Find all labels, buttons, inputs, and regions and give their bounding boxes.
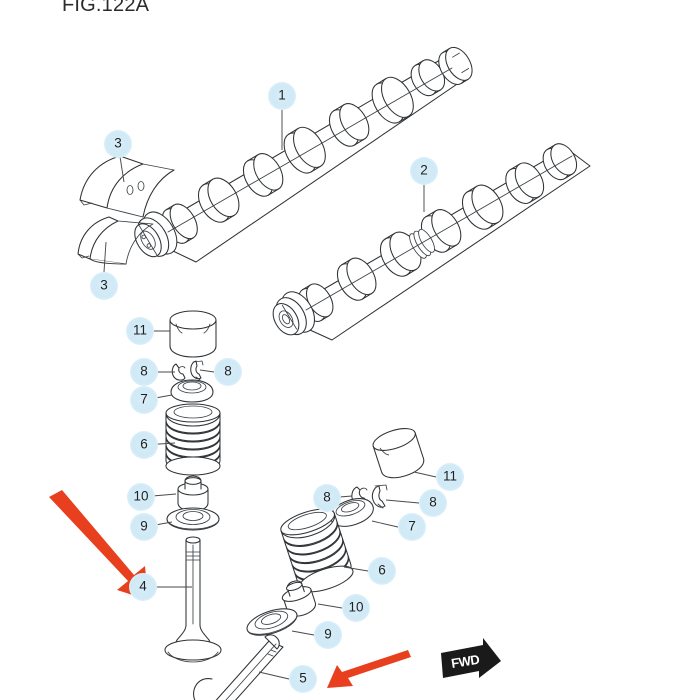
callout-badge-valve-spring-left[interactable]: 6 xyxy=(130,431,158,459)
spring-retainer-right-art xyxy=(330,498,374,527)
callout-badge-label: 7 xyxy=(408,518,416,534)
valve-cotter-left-art xyxy=(171,363,186,381)
callout-badge-label: 8 xyxy=(323,489,331,505)
spring-seat-left-art xyxy=(166,507,220,531)
callout-badge-valve-spring-right[interactable]: 6 xyxy=(368,557,396,585)
intake-valve-art xyxy=(164,536,222,663)
callout-badge-label: 8 xyxy=(429,494,437,510)
spring-retainer-left-art xyxy=(170,379,214,403)
callout-badge-label: 6 xyxy=(140,436,148,452)
callout-badge-spring-retainer-left[interactable]: 7 xyxy=(130,386,158,414)
callout-badge-label: 10 xyxy=(133,488,149,504)
callout-badge-label: 9 xyxy=(140,518,148,534)
callout-badge-camshaft-exhaust[interactable]: 2 xyxy=(410,157,438,185)
callout-badge-label: 1 xyxy=(278,87,286,103)
highlight-arrow-exhaust-valve xyxy=(327,650,411,688)
callout-badge-camshaft-bearing-upper[interactable]: 3 xyxy=(104,130,132,158)
fwd-label: FWD xyxy=(450,652,480,671)
callout-badge-label: 7 xyxy=(140,391,148,407)
callout-badge-label: 5 xyxy=(299,670,307,686)
callout-badge-label: 8 xyxy=(224,363,232,379)
callout-badge-label: 11 xyxy=(132,322,147,338)
camshaft-exhaust-art xyxy=(272,143,591,341)
callout-badge-label: 8 xyxy=(140,363,148,379)
callout-badge-spring-retainer-right[interactable]: 7 xyxy=(398,513,426,541)
camshaft-bearing-upper-art xyxy=(79,155,175,218)
callout-badge-camshaft-bearing-lower[interactable]: 3 xyxy=(90,272,118,300)
fwd-direction-marker: FWD xyxy=(441,638,501,678)
callout-badge-valve-cotter-right-2[interactable]: 8 xyxy=(419,489,447,517)
camshaft-bearing-lower-art xyxy=(77,216,154,265)
valve-tappet-right-art xyxy=(372,428,425,479)
callout-badge-spring-seat-left[interactable]: 9 xyxy=(130,513,158,541)
callout-badge-label: 11 xyxy=(442,468,457,484)
valve-spring-right-art xyxy=(280,508,354,593)
valve-cotter-right-art xyxy=(190,360,204,381)
callout-badge-label: 6 xyxy=(378,562,386,578)
callout-badge-label: 3 xyxy=(114,135,122,151)
spring-seat-right-art xyxy=(246,608,298,636)
callout-badge-valve-tappet-left[interactable]: 11 xyxy=(126,317,154,345)
valve-cotter-right-2-art xyxy=(371,484,388,509)
valve-tappet-left-art xyxy=(169,310,217,358)
callout-badge-valve-stem-seal-right[interactable]: 10 xyxy=(342,594,370,622)
camshaft-intake-art xyxy=(134,46,473,263)
callout-badge-label: 4 xyxy=(139,578,147,594)
callout-badge-valve-tappet-right[interactable]: 11 xyxy=(436,463,464,491)
highlight-arrow-intake-valve xyxy=(49,490,148,600)
callout-badge-label: 3 xyxy=(100,277,108,293)
callout-badge-valve-cotter-left-2[interactable]: 8 xyxy=(313,484,341,512)
figure-title: FIG.122A xyxy=(62,0,150,16)
callout-badge-valve-stem-seal-left[interactable]: 10 xyxy=(127,483,155,511)
callout-badge-spring-seat-right[interactable]: 9 xyxy=(314,621,342,649)
callout-badge-valve-cotter-right[interactable]: 8 xyxy=(214,358,242,386)
callout-badge-label: 10 xyxy=(348,599,364,615)
callout-badge-valve-cotter-left[interactable]: 8 xyxy=(130,358,158,386)
exhaust-valve-art xyxy=(193,634,284,700)
callout-badge-label: 9 xyxy=(324,626,332,642)
callout-badge-camshaft-intake[interactable]: 1 xyxy=(268,82,296,110)
callout-badge-label: 2 xyxy=(420,162,428,178)
valve-stem-seal-left-art xyxy=(177,475,209,512)
callout-badge-exhaust-valve[interactable]: 5 xyxy=(289,665,317,693)
valve-spring-left-art xyxy=(165,403,221,476)
callout-badge-intake-valve[interactable]: 4 xyxy=(129,573,157,601)
